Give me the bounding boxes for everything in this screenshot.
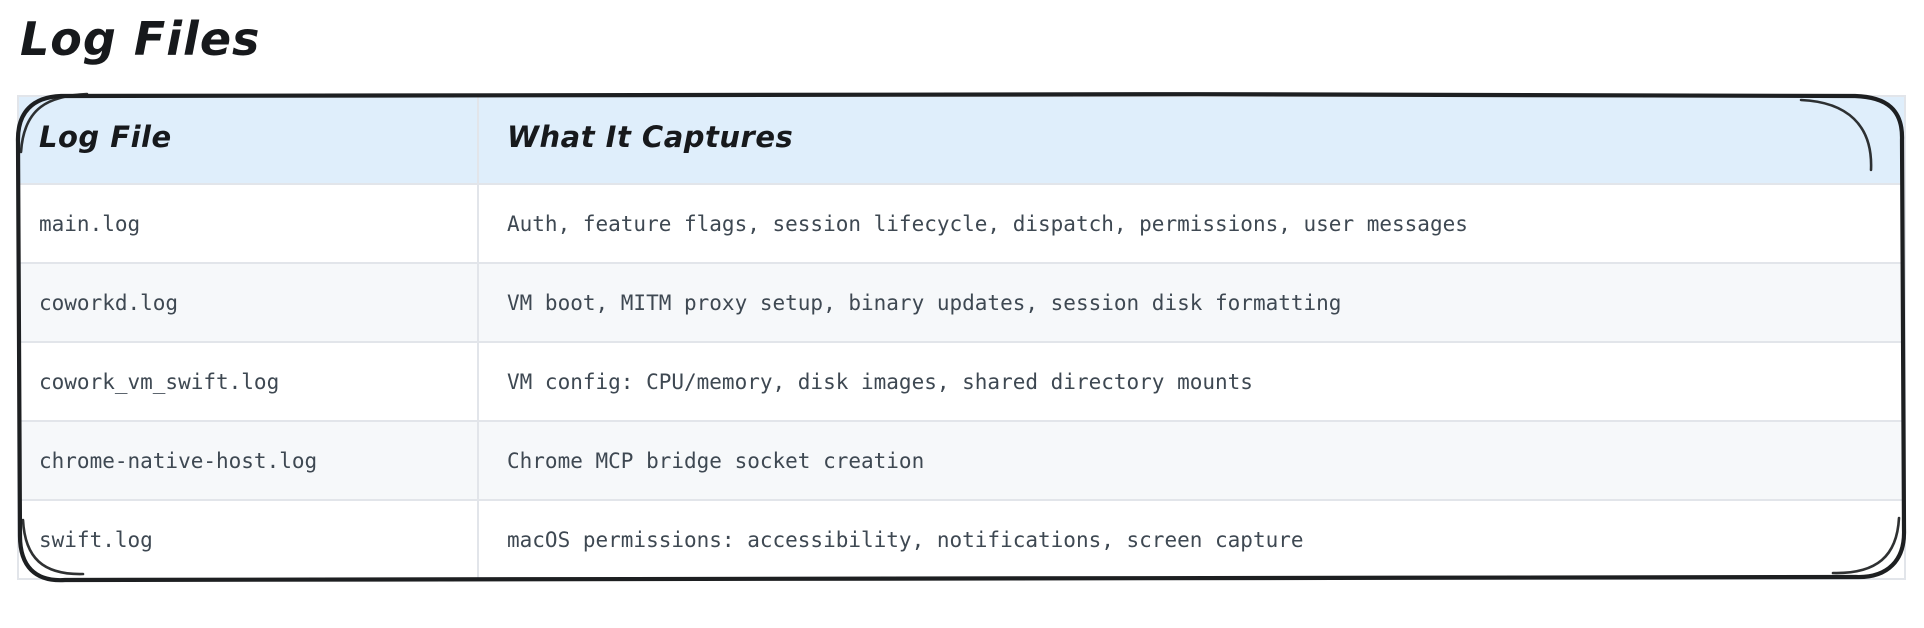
log-file-captures: VM config: CPU/memory, disk images, shar… — [477, 341, 1906, 423]
log-file-name: cowork_vm_swift.log — [17, 341, 479, 423]
log-file-captures: Auth, feature flags, session lifecycle, … — [477, 183, 1906, 265]
log-file-name: chrome-native-host.log — [17, 420, 479, 502]
log-file-captures: VM boot, MITM proxy setup, binary update… — [477, 262, 1906, 344]
table-row: main.log Auth, feature flags, session li… — [17, 183, 1906, 265]
table-row: chrome-native-host.log Chrome MCP bridge… — [17, 420, 1906, 502]
log-file-captures: macOS permissions: accessibility, notifi… — [477, 499, 1906, 581]
page: Log Files Log File What It Captures main… — [15, 12, 1907, 583]
log-files-table-container: Log File What It Captures main.log Auth,… — [15, 91, 1907, 583]
log-file-name: swift.log — [17, 499, 479, 581]
table-row: cowork_vm_swift.log VM config: CPU/memor… — [17, 341, 1906, 423]
log-files-table: Log File What It Captures main.log Auth,… — [17, 95, 1906, 581]
column-header-log-file: Log File — [17, 95, 479, 186]
table-row: swift.log macOS permissions: accessibili… — [17, 499, 1906, 581]
log-file-name: main.log — [17, 183, 479, 265]
log-file-captures: Chrome MCP bridge socket creation — [477, 420, 1906, 502]
log-file-name: coworkd.log — [17, 262, 479, 344]
table-row: coworkd.log VM boot, MITM proxy setup, b… — [17, 262, 1906, 344]
page-title: Log Files — [20, 12, 261, 66]
column-header-what-it-captures: What It Captures — [477, 95, 1906, 186]
table-header-row: Log File What It Captures — [17, 95, 1906, 186]
